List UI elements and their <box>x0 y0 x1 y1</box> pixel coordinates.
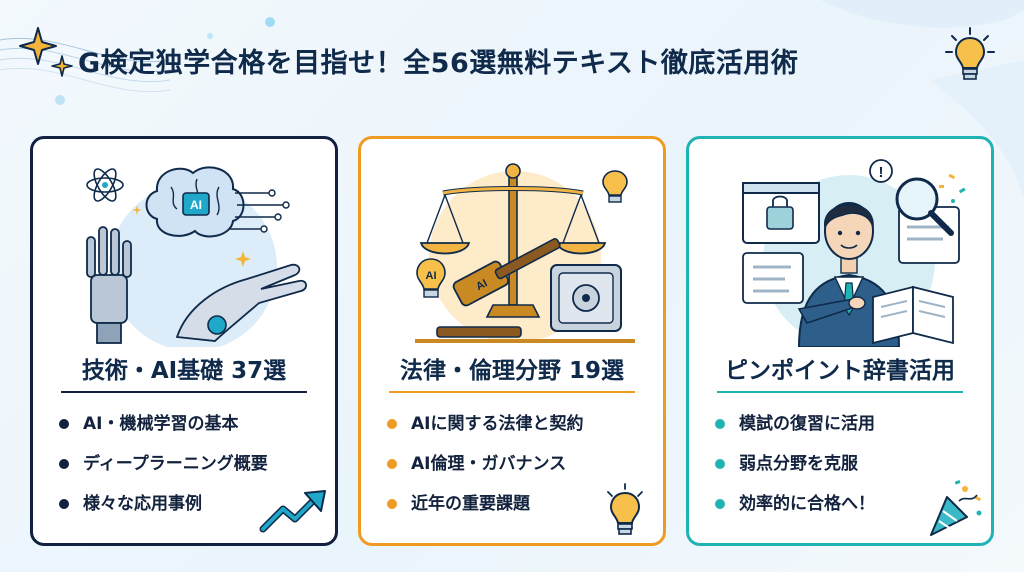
divider <box>389 391 635 393</box>
card-law-ethics: AI AI 法律・倫理分野 19選 AIに関する法律と契約 AI倫理・ガバナンス… <box>358 136 666 546</box>
bullet-dot <box>715 499 725 509</box>
list-item: ディープラーニング概要 <box>59 449 329 489</box>
card-dictionary: ! ピンポイント辞書活用 模試の復習に活用 弱点分野を克服 効率的に合格へ！ <box>686 136 994 546</box>
ai-gavel-label: AI <box>474 277 489 293</box>
card-title: 技術・AI基礎 37選 <box>81 358 287 384</box>
ai-bulb-label: AI <box>426 270 437 282</box>
lightbulb-icon <box>945 27 995 80</box>
card-technology: AI 技術・AI基礎 37選 AI・機械学習の基本 ディープラーニング概要 <box>30 136 338 546</box>
page-title: G検定独学合格を目指せ！全56選無料テキスト徹底活用術 <box>78 48 799 79</box>
divider <box>717 391 963 393</box>
robot-hands-ai-brain-icon: AI <box>86 166 307 347</box>
list-item: 弱点分野を克服 <box>715 449 985 489</box>
list-item: 様々な応用事例 <box>59 489 329 529</box>
bullet-list: 模試の復習に活用 弱点分野を克服 効率的に合格へ！ <box>715 409 985 529</box>
bullet-dot <box>715 459 725 469</box>
list-item: AI倫理・ガバナンス <box>387 449 657 489</box>
bullet-list: AIに関する法律と契約 AI倫理・ガバナンス 近年の重要課題 <box>387 409 657 529</box>
sparkle-icon <box>19 27 73 77</box>
list-item: 模試の復習に活用 <box>715 409 985 449</box>
list-item: 近年の重要課題 <box>387 489 657 529</box>
trend-arrow-icon <box>259 490 326 533</box>
bullet-dot <box>715 419 725 429</box>
bullet-dot <box>59 459 69 469</box>
bullet-dot <box>59 419 69 429</box>
lightbulb-icon <box>607 483 643 535</box>
list-item: AI・機械学習の基本 <box>59 409 329 449</box>
exclamation-label: ! <box>879 164 884 181</box>
party-popper-icon <box>930 480 982 536</box>
card-title: ピンポイント辞書活用 <box>725 358 955 384</box>
list-item: AIに関する法律と契約 <box>387 409 657 449</box>
bullet-dot <box>387 419 397 429</box>
ai-chip-label: AI <box>190 198 202 212</box>
card-title: 法律・倫理分野 19選 <box>399 358 624 384</box>
businessman-dictionary-icon: ! <box>742 159 966 347</box>
bullet-dot <box>387 459 397 469</box>
list-item: 効率的に合格へ！ <box>715 489 985 529</box>
bullet-list: AI・機械学習の基本 ディープラーニング概要 様々な応用事例 <box>59 409 329 529</box>
bullet-dot <box>387 499 397 509</box>
bullet-dot <box>59 499 69 509</box>
divider <box>61 391 307 393</box>
scales-gavel-safe-icon: AI AI <box>415 163 635 343</box>
